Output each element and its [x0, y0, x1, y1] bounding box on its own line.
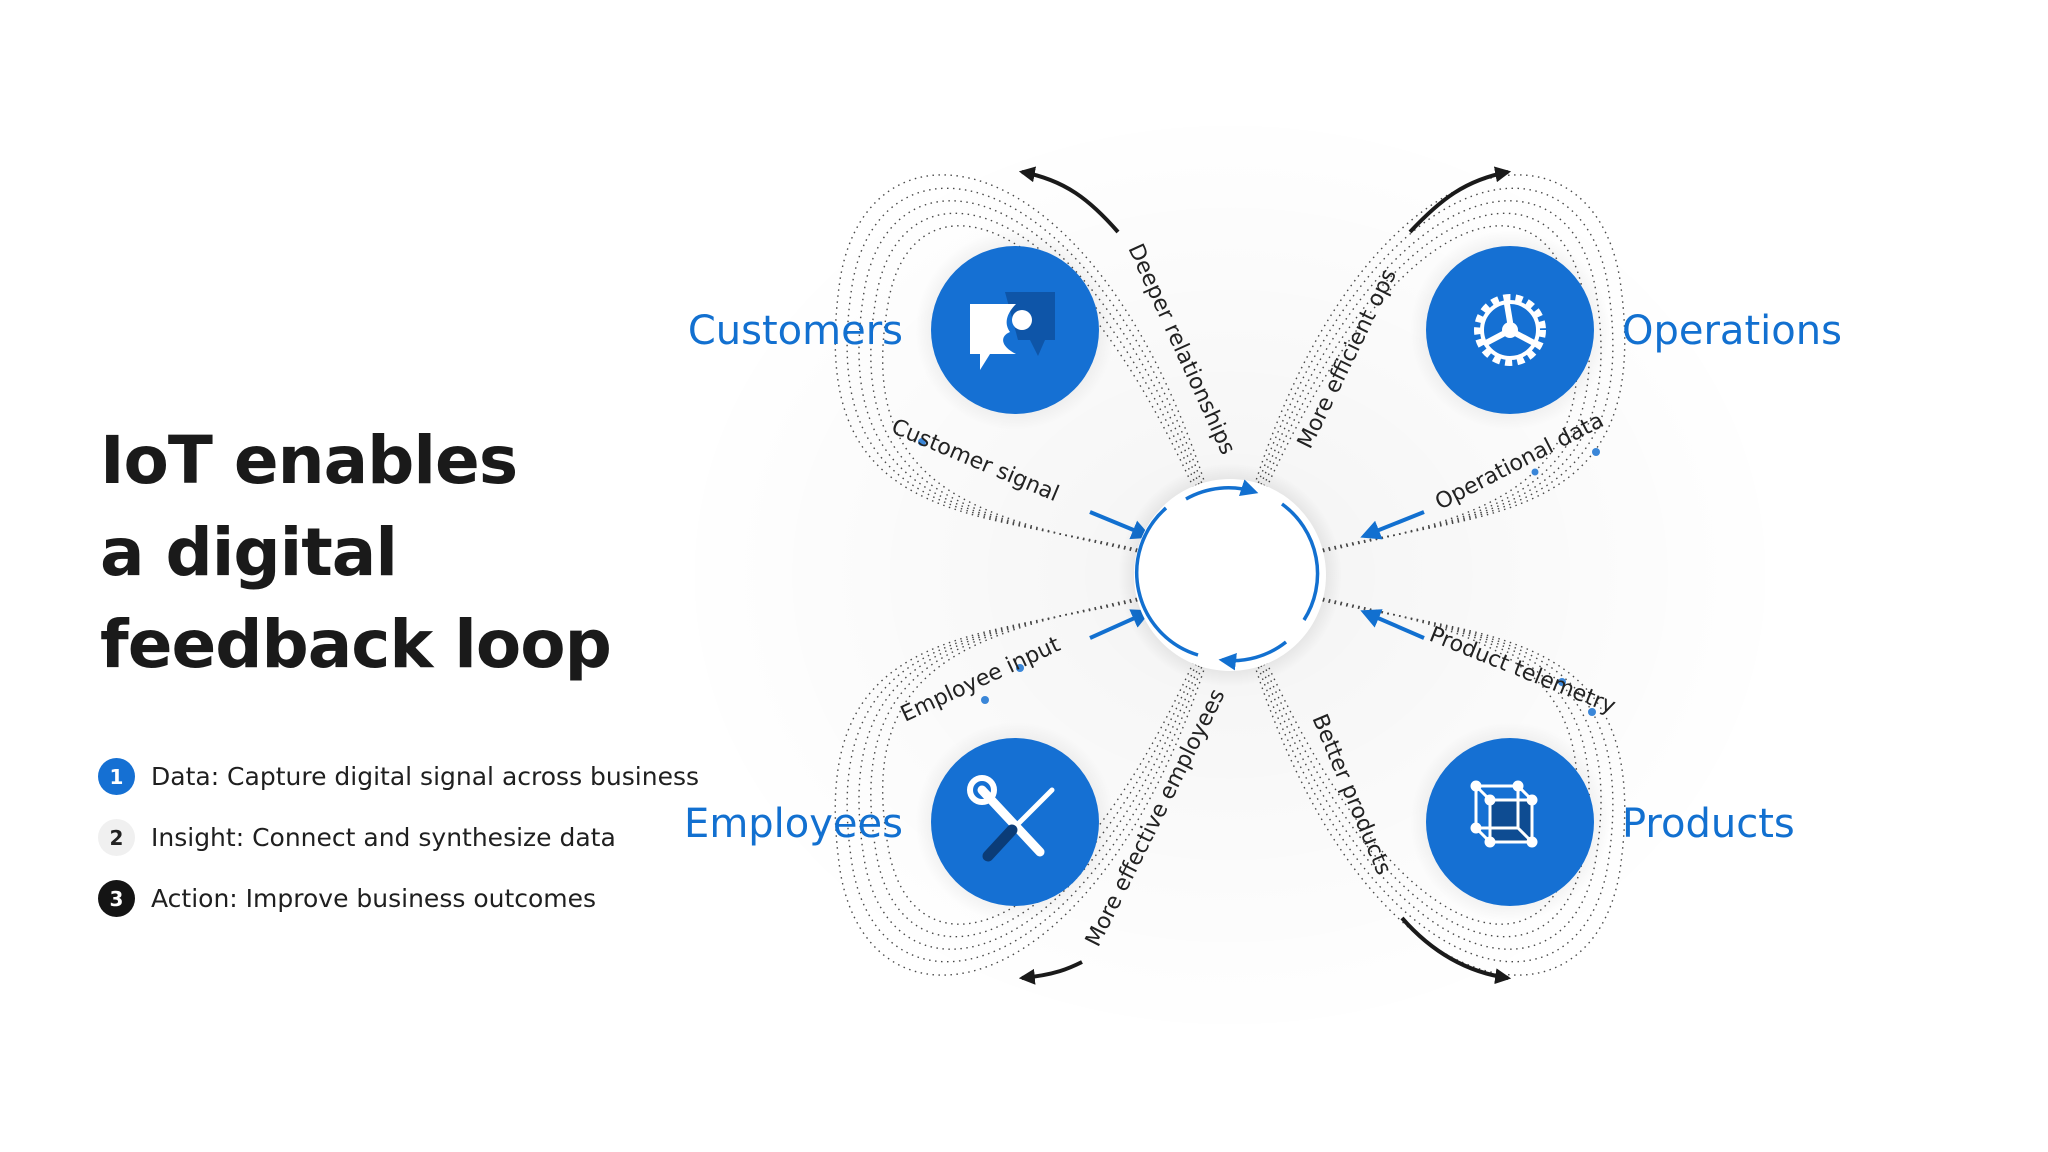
step-action: 3 Action: Improve business outcomes: [98, 868, 699, 929]
arrow-better-products: [1400, 916, 1512, 985]
gear-icon: [1474, 294, 1546, 366]
title-line-3: feedback loop: [100, 606, 612, 683]
hub-customers: [915, 230, 1115, 430]
arrow-operational-data: [1360, 510, 1425, 540]
arrow-more-effective-employees: [1018, 960, 1083, 985]
chat-profile-icon: [970, 292, 1055, 370]
hub-employees: [915, 722, 1115, 922]
cube-icon: [1470, 780, 1538, 848]
page-title: IoT enables a digital feedback loop: [100, 415, 660, 691]
step-text: Action: Improve business outcomes: [151, 884, 597, 913]
hub-products: [1410, 722, 1610, 922]
steps-list: 1 Data: Capture digital signal across bu…: [98, 746, 699, 929]
step-number-badge: 1: [98, 758, 135, 795]
title-line-2: a digital: [100, 514, 398, 591]
label-products: Products: [1622, 801, 1795, 847]
step-text: Insight: Connect and synthesize data: [151, 823, 616, 852]
cycle-arrow-icon: [1185, 479, 1259, 501]
label-customers: Customers: [688, 308, 903, 354]
wrench-screwdriver-icon: [967, 775, 1055, 862]
arrow-product-telemetry: [1360, 609, 1425, 640]
step-number-badge: 2: [98, 819, 135, 856]
loop-products: [1229, 574, 1626, 976]
step-text: Data: Capture digital signal across busi…: [151, 762, 699, 791]
step-number-badge: 3: [98, 880, 135, 917]
arrow-deeper-relationships: [1018, 166, 1120, 234]
central-loop: [1118, 463, 1342, 687]
step-insight: 2 Insight: Connect and synthesize data: [98, 807, 699, 868]
step-data: 1 Data: Capture digital signal across bu…: [98, 746, 699, 807]
data-dots: [918, 438, 1600, 716]
loop-operations: [1229, 174, 1626, 576]
label-employees: Employees: [684, 801, 903, 847]
arrow-more-efficient-ops: [1408, 166, 1512, 234]
hub-operations: [1410, 230, 1610, 430]
title-line-1: IoT enables: [100, 422, 518, 499]
label-operations: Operations: [1622, 308, 1842, 354]
